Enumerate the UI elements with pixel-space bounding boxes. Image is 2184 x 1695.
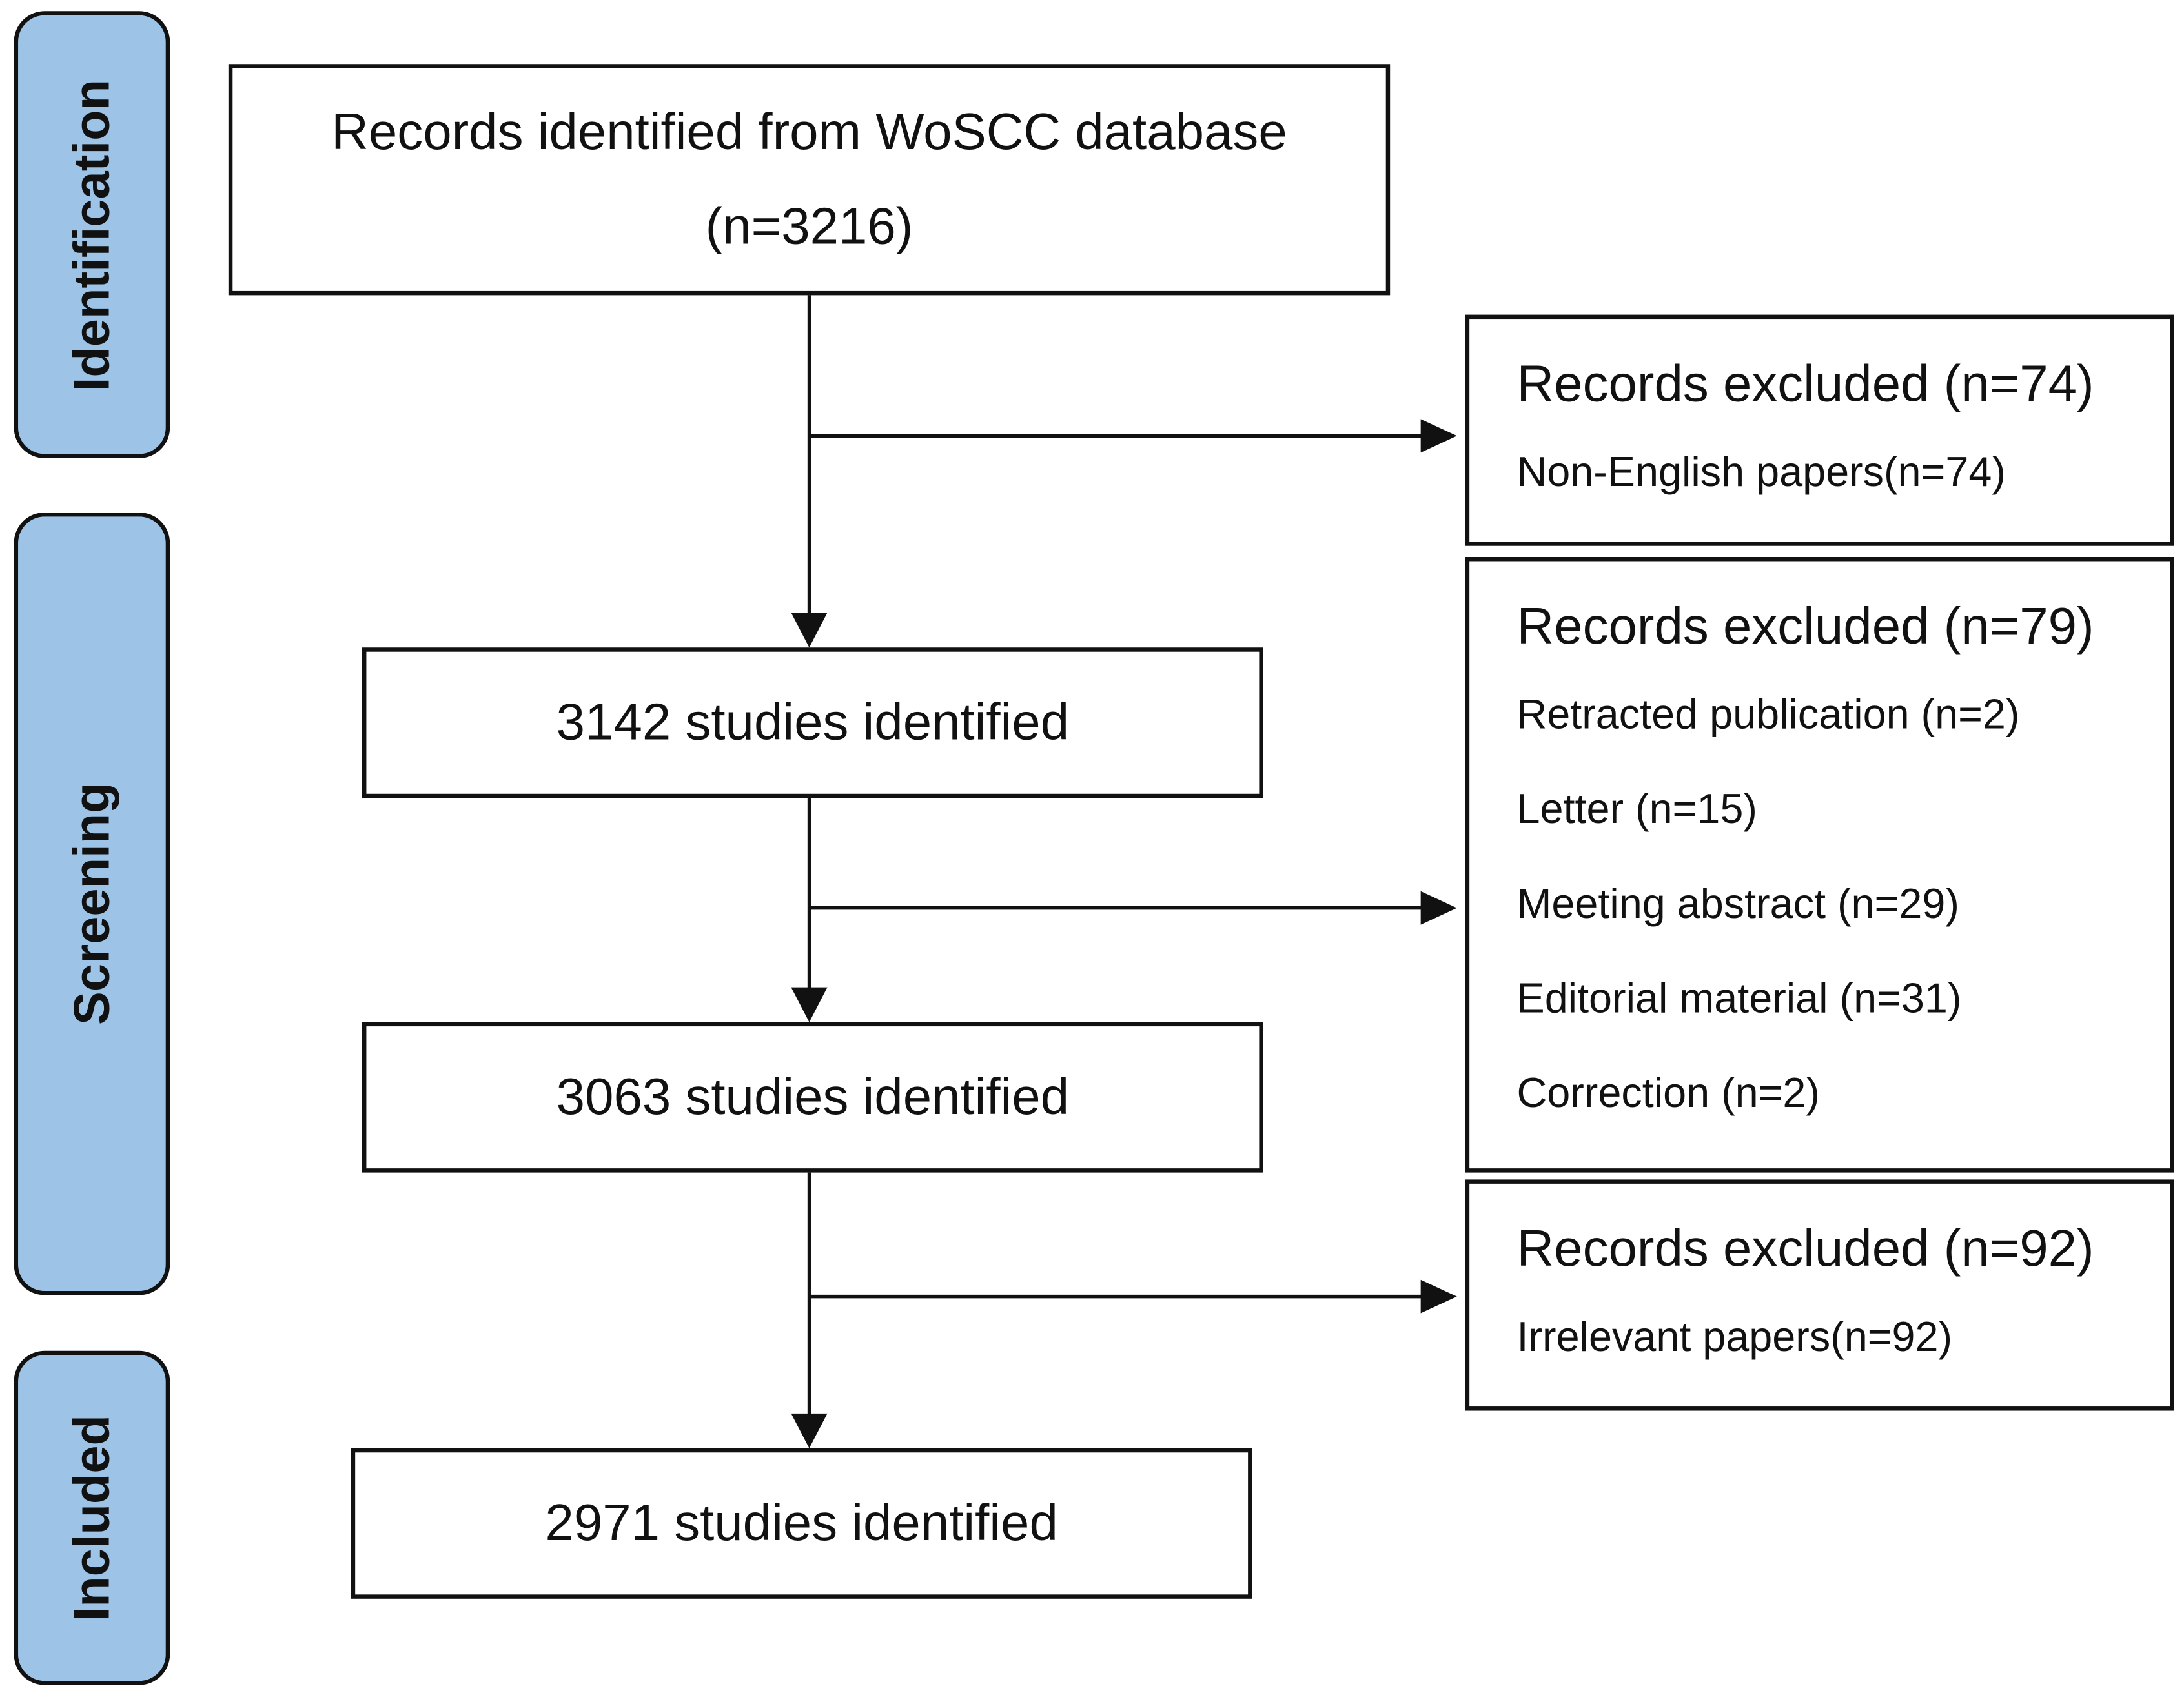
- phase-screening: Screening: [14, 512, 170, 1295]
- arrowhead-right: [1420, 1279, 1457, 1314]
- exclusion-item: Retracted publication (n=2): [1516, 692, 2020, 738]
- exclusion-item: Meeting abstract (n=29): [1516, 881, 1959, 928]
- arrowhead-right: [1420, 419, 1457, 453]
- exclusion-box-2: Records excluded (n=79) Retracted public…: [1465, 557, 2174, 1173]
- phase-identification: Identification: [14, 11, 170, 458]
- arrowhead-down: [791, 987, 828, 1022]
- step1-box-text: 3142 studies identified: [556, 693, 1070, 751]
- exclusion-item: Editorial material (n=31): [1516, 976, 1962, 1022]
- exclusion-item: Correction (n=2): [1516, 1071, 1820, 1117]
- exclusion-item: Non-English papers(n=74): [1516, 449, 2006, 496]
- source-box-title: Records identified from WoSCC database: [331, 103, 1287, 161]
- arrowhead-down: [791, 1413, 828, 1448]
- source-box-count: (n=3216): [705, 198, 913, 255]
- final-box-text: 2971 studies identified: [545, 1494, 1058, 1552]
- phase-included: Included: [14, 1350, 170, 1685]
- exclusion-box-1-title: Records excluded (n=74): [1516, 355, 2094, 412]
- exclusion-box-3-title: Records excluded (n=92): [1516, 1219, 2094, 1277]
- step2-box-text: 3063 studies identified: [556, 1068, 1070, 1126]
- source-box: Records identified from WoSCC database (…: [228, 64, 1391, 296]
- step1-box: 3142 studies identified: [362, 647, 1263, 798]
- final-box: 2971 studies identified: [351, 1448, 1252, 1599]
- step2-box: 3063 studies identified: [362, 1022, 1263, 1173]
- exclusion-box-1: Records excluded (n=74) Non-English pape…: [1465, 314, 2174, 546]
- arrowhead-right: [1420, 891, 1457, 925]
- exclusion-box-3: Records excluded (n=92) Irrelevant paper…: [1465, 1179, 2174, 1411]
- exclusion-item: Letter (n=15): [1516, 786, 1757, 833]
- exclusion-box-2-title: Records excluded (n=79): [1516, 597, 2094, 655]
- exclusion-item: Irrelevant papers(n=92): [1516, 1314, 1953, 1361]
- arrowhead-down: [791, 613, 828, 648]
